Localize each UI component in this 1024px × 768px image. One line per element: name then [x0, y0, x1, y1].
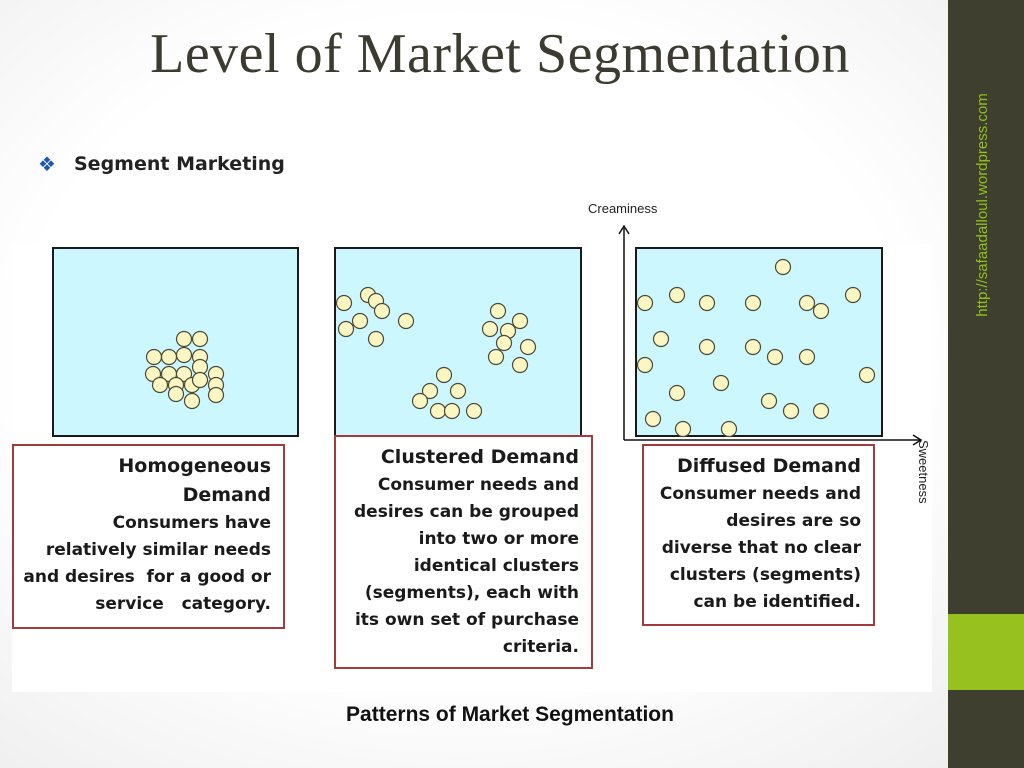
sidebar-accent-block [948, 614, 1024, 690]
consumer-dot [411, 392, 429, 410]
consumer-dot [774, 258, 792, 276]
consumer-dot [175, 330, 193, 348]
consumer-dot [511, 356, 529, 374]
diffused-demand-panel [635, 247, 883, 438]
axes-diagram [618, 224, 923, 446]
consumer-dot [495, 334, 513, 352]
consumer-dot [191, 330, 209, 348]
figure-caption: Patterns of Market Segmentation [346, 703, 674, 726]
homogeneous-demand-description: Homogeneous Demand Consumers have relati… [12, 444, 285, 629]
consumer-dot [637, 356, 654, 374]
body-line: clusters (segments) [669, 565, 861, 585]
consumer-dot [798, 348, 816, 366]
consumer-dot [760, 392, 778, 410]
body-line: Consumers have [112, 513, 271, 533]
body-line: its own set of purchase [354, 610, 579, 630]
body-line: (segments), each with [364, 583, 579, 603]
consumer-dot [397, 312, 415, 330]
consumer-dot [367, 330, 385, 348]
consumer-dot [766, 348, 784, 366]
slide-title: Level of Market Segmentation [150, 23, 850, 85]
consumer-dot [798, 294, 816, 312]
consumer-dot [674, 420, 692, 438]
heading-line: Demand [182, 484, 271, 506]
consumer-dot [487, 348, 505, 366]
consumer-dot [175, 346, 193, 364]
consumer-dot [858, 366, 876, 384]
consumer-dot [151, 376, 169, 394]
consumer-dot [489, 302, 507, 320]
body-line: relatively similar needs [45, 540, 271, 560]
body-line: diverse that no clear [661, 538, 861, 558]
consumer-dot [373, 302, 391, 320]
consumer-dot [782, 402, 800, 420]
consumer-dot [812, 302, 830, 320]
consumer-dot [465, 402, 483, 420]
body-line: can be identified. [693, 592, 861, 612]
consumer-dot [744, 338, 762, 356]
consumer-dot [449, 382, 467, 400]
consumer-dot [337, 320, 355, 338]
consumer-dot [844, 286, 862, 304]
consumer-dot [668, 384, 686, 402]
consumer-dot [637, 294, 654, 312]
consumer-dot [698, 294, 716, 312]
x-axis-arrow [912, 434, 923, 446]
consumer-dot [481, 320, 499, 338]
clustered-demand-panel [334, 247, 582, 437]
y-axis-arrow [618, 224, 630, 235]
consumer-dot [175, 365, 193, 383]
consumer-dot [519, 338, 537, 356]
consumer-dot [644, 410, 662, 428]
consumer-dot [167, 385, 185, 403]
consumer-dot [351, 312, 369, 330]
body-line: desires are so [726, 511, 861, 531]
body-line: identical clusters [413, 556, 579, 576]
consumer-dot [652, 330, 670, 348]
body-line: and desires for a good or [23, 567, 271, 587]
diffused-heading: Diffused Demand [676, 455, 861, 477]
homogeneous-dots [144, 330, 225, 410]
clustered-heading: Clustered Demand [380, 446, 579, 468]
body-line: desires can be grouped [354, 502, 579, 522]
body-line: criteria. [502, 637, 579, 657]
consumer-dot [698, 338, 716, 356]
consumer-dot [712, 374, 730, 392]
consumer-dot [744, 294, 762, 312]
consumer-dot [207, 386, 225, 404]
consumer-dot [191, 371, 209, 389]
body-line: service category. [95, 594, 271, 614]
clustered-dots [336, 286, 537, 420]
body-line: Consumer needs and [659, 484, 861, 504]
consumer-dot [183, 392, 201, 410]
body-line: into two or more [418, 529, 579, 549]
homogeneous-heading: Homogeneous Demand [20, 452, 271, 510]
bullet-text: Segment Marketing [74, 153, 285, 175]
sidebar-url-link[interactable]: http://safaadalloul.wordpress.com [974, 93, 991, 317]
heading-line: Homogeneous [118, 455, 271, 477]
consumer-dot [511, 312, 529, 330]
y-axis-label: Creaminess [588, 201, 658, 216]
diffused-demand-description: Diffused Demand Consumer needs and desir… [642, 444, 875, 626]
consumer-dot [812, 402, 830, 420]
body-line: Consumer needs and [377, 475, 579, 495]
bullet-item: ❖ Segment Marketing [38, 150, 285, 178]
clustered-demand-description: Clustered Demand Consumer needs and desi… [334, 435, 593, 669]
consumer-dot [336, 294, 353, 312]
diffused-dots [637, 258, 876, 438]
consumer-dot [435, 366, 453, 384]
consumer-dot [720, 420, 738, 438]
consumer-dot [443, 402, 461, 420]
consumer-dot [668, 286, 686, 304]
homogeneous-demand-panel [52, 247, 299, 437]
consumer-dot [421, 382, 439, 400]
diamond-bullet-icon: ❖ [38, 152, 56, 176]
x-axis-label: Sweetness [916, 440, 931, 504]
